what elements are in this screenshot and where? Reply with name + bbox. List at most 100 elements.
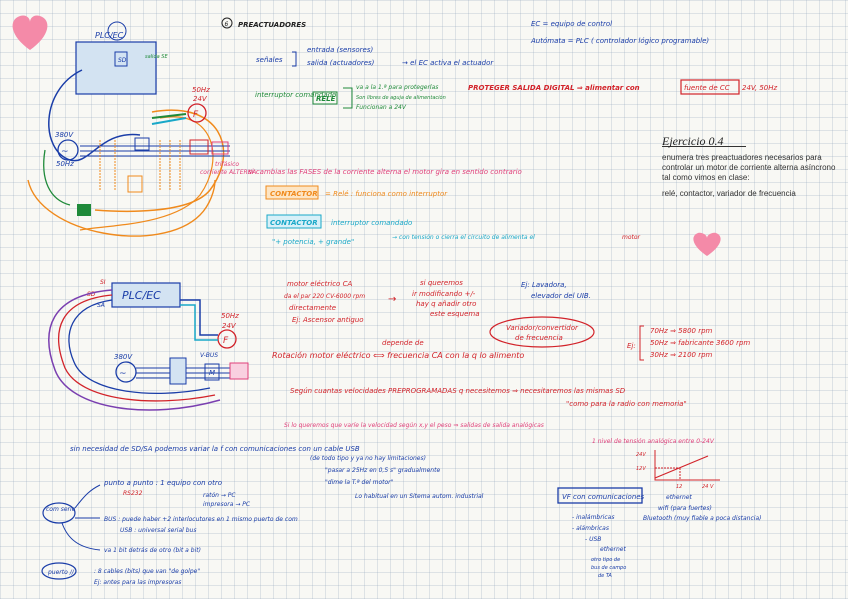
motor-line-4: Ej: Ascensor antiguo bbox=[292, 316, 364, 324]
raton-label: ratón → PC bbox=[203, 492, 236, 499]
svg-text:F: F bbox=[223, 336, 229, 346]
senales-label: señales bbox=[256, 56, 283, 64]
ethernet-label-2: ethernet bbox=[600, 546, 626, 553]
sa-label: SA bbox=[97, 302, 105, 309]
graph-x-right: 24 V bbox=[702, 484, 714, 490]
tipo-line-3: de TA bbox=[598, 573, 612, 579]
heart-icon bbox=[12, 15, 48, 51]
bit-line: va 1 bit detrás de otro (bit a bit) bbox=[104, 547, 201, 554]
rele-line-3: Funcionan a 24V bbox=[356, 104, 407, 111]
freq-30: 30Hz ⇒ 2100 rpm bbox=[650, 351, 713, 359]
svg-text:6: 6 bbox=[225, 21, 229, 28]
alambricas-label: - alámbricas bbox=[572, 525, 609, 532]
depende-label: depende de bbox=[382, 339, 424, 347]
exercise-title: Ejercicio 0.4 bbox=[662, 135, 746, 147]
trifasico-label: trifásico bbox=[215, 161, 239, 168]
usb-universal-line: USB : universal serial bus bbox=[120, 527, 196, 534]
velocidades-line: Según cuantas velocidades PREPROGRAMADAS… bbox=[290, 387, 626, 395]
lavadora-quote: "como para la radio con memoria" bbox=[566, 400, 687, 408]
svg-text:~: ~ bbox=[61, 147, 69, 157]
varie-line: Si lo queremos que varíe la velocidad se… bbox=[284, 422, 544, 429]
exercise-question: enumera tres preactuadores necesarios pa… bbox=[662, 153, 836, 182]
salida-actuadores-label: salida (actuadores) bbox=[307, 59, 375, 67]
graph-y-top: 24V bbox=[636, 452, 646, 458]
plc-ec-label-2: PLC/EC bbox=[122, 289, 161, 302]
entrada-label: entrada (sensores) bbox=[307, 46, 373, 54]
psu-voltage: 24V bbox=[193, 95, 208, 103]
wifi-label: wifi (para fuertes) bbox=[658, 505, 712, 512]
ec-activa-label: → el EC activa el actuador bbox=[402, 59, 494, 67]
pasar-line: "pasar a 25Hz en 0,5 s" gradualmente bbox=[325, 467, 440, 474]
contactor-label-1: CONTACTOR bbox=[270, 190, 318, 198]
proteger-label: PROTEGER SALIDA DIGITAL ⇒ alimentar con bbox=[468, 84, 640, 92]
freq-70: 70Hz ⇒ 5800 rpm bbox=[650, 327, 713, 335]
salida-label: salida SE bbox=[145, 54, 168, 60]
freq-50: 50Hz ⇒ fabricante 3600 rpm bbox=[650, 339, 750, 347]
motor-line-1: motor eléctrico CA bbox=[287, 280, 352, 288]
diagram-2: PLC/EC SI SD SA F 50Hz 24V ~ 380V M V-BU… bbox=[48, 279, 249, 411]
v-bus-label: V-BUS bbox=[200, 352, 218, 359]
rotacion-line: Rotación motor eléctrico ⟺ frecuencia CA… bbox=[272, 350, 524, 360]
com-serie-label: com serie bbox=[46, 506, 76, 513]
punto-a-punto-line: punto a punto : 1 equipo con otro bbox=[103, 479, 222, 487]
heart-icon bbox=[693, 232, 721, 256]
sd-label: SD bbox=[118, 57, 127, 64]
contactor-desc-1: = Relé : funciona como interruptor bbox=[325, 190, 448, 198]
diagram-1: PLC/EC SD salida SE F 50Hz 24V ~ 380V 50… bbox=[27, 21, 256, 237]
contactor-motor: motor bbox=[622, 234, 641, 241]
svg-text:F: F bbox=[193, 110, 199, 120]
rele-line-2: Son libres de aguja de alimentación bbox=[356, 94, 446, 101]
impresora-label: impresora → PC bbox=[203, 501, 251, 508]
voltage-graph: 24V 12V 12 24 V bbox=[636, 450, 720, 490]
bus-line: BUS : puede haber +2 interlocutores en 1… bbox=[104, 516, 298, 523]
ethernet-label: ethernet bbox=[666, 494, 692, 501]
vf-comunicaciones: VF con comunicaciones bbox=[562, 493, 645, 501]
psu-freq: 50Hz bbox=[192, 86, 210, 94]
motor-line-2: da el par 220 CV-6000 rpm bbox=[284, 293, 365, 300]
psu-voltage-2: 24V bbox=[222, 322, 237, 330]
freq-ej-label: Ej: bbox=[627, 342, 636, 350]
quiere-3: hay q añadir otro bbox=[416, 300, 476, 308]
exercise-note: Ejercicio 0.4 enumera tres preactuadores… bbox=[662, 135, 840, 205]
bus-main-line: sin necesidad de SD/SA podemos variar la… bbox=[70, 445, 360, 453]
ej-lavadora-1: Ej: Lavadora, bbox=[521, 281, 567, 289]
rele-label: RELÉ bbox=[316, 94, 336, 103]
usb-label: - USB bbox=[585, 536, 601, 543]
variador-label-2: de frecuencia bbox=[515, 334, 563, 342]
contactor-potencia: "+ potencia, + grande" bbox=[272, 238, 354, 246]
bus-sub-line: (de todo tipo y ya no hay limitaciones) bbox=[310, 455, 426, 462]
source-voltage-2: 380V bbox=[114, 353, 133, 361]
bluetooth-label: Bluetooth (muy fiable a poca distancia) bbox=[643, 515, 761, 522]
source-freq: 50Hz bbox=[56, 160, 74, 168]
paralelo-ej: Ej: antes para las impresoras bbox=[94, 579, 181, 586]
ej-lavadora-2: elevador del UIB. bbox=[531, 292, 591, 300]
sd-label-2: SD bbox=[87, 291, 96, 298]
variador-label-1: Variador/convertidor bbox=[506, 324, 579, 332]
fuente-cc-label: fuente de CC bbox=[684, 84, 730, 92]
inalambricas-label: - inalámbricas bbox=[572, 514, 614, 521]
habitual-line: Lo habitual en un Sitema autom. industri… bbox=[355, 493, 484, 500]
rs232-label: RS232 bbox=[123, 490, 143, 497]
si-label: SI bbox=[100, 279, 106, 286]
tipo-line-1: otro tipo de bbox=[591, 557, 620, 563]
psu-freq-2: 50Hz bbox=[221, 312, 239, 320]
quiere-4: este esquema bbox=[430, 310, 479, 318]
nivel-line: 1 nivel de tensión analógica entre 0-24V bbox=[592, 438, 715, 445]
ec-definition: EC = equipo de control bbox=[531, 20, 612, 28]
svg-text:→: → bbox=[388, 294, 396, 305]
exercise-answer: relé, contactor, variador de frecuencia bbox=[662, 189, 796, 198]
contactor-label-2: CONTACTOR bbox=[270, 219, 318, 227]
svg-text:~: ~ bbox=[119, 369, 127, 379]
motor-block-label: M bbox=[209, 369, 215, 377]
contactor-tension: → con tensión o cierra el circuito de al… bbox=[392, 234, 535, 241]
source-voltage: 380V bbox=[55, 131, 74, 139]
motor-line-3: directamente bbox=[289, 304, 336, 312]
quiere-1: si queremos bbox=[420, 279, 463, 287]
fases-line: si cambias las FASES de la corriente alt… bbox=[248, 168, 522, 176]
puerto-paralelo-label: puerto // bbox=[47, 569, 75, 576]
graph-x-mid: 12 bbox=[676, 484, 682, 490]
page-title: PREACTUADORES bbox=[238, 21, 306, 29]
fuente-spec: 24V, 50Hz bbox=[742, 84, 778, 92]
